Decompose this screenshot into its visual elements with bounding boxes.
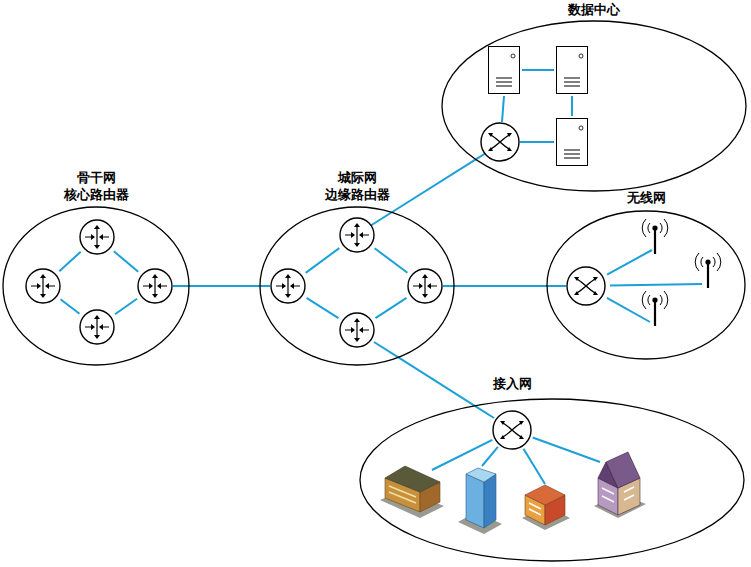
- network-link: [398, 357, 474, 405]
- region-outline: [546, 210, 746, 360]
- link-line: [610, 284, 702, 286]
- link-line: [523, 449, 545, 484]
- link-line: [307, 298, 339, 318]
- edge-router: [271, 269, 305, 303]
- device-label: 核心路由器: [2, 187, 190, 203]
- link-line: [475, 406, 494, 418]
- region-title: 接入网: [319, 376, 705, 392]
- link-line: [607, 298, 650, 322]
- server: [489, 47, 520, 94]
- network-link: [189, 285, 260, 287]
- link-line: [571, 96, 573, 116]
- link-line: [61, 299, 80, 313]
- link-line: [114, 251, 138, 272]
- link-line: [115, 299, 137, 315]
- switch: [481, 123, 519, 161]
- edge-router: [408, 269, 442, 303]
- network-region: 接入网: [359, 398, 745, 562]
- network-link: [392, 159, 476, 212]
- link-line: [547, 285, 566, 287]
- link-line: [522, 69, 554, 71]
- building-icon: [380, 466, 444, 518]
- link-line: [173, 285, 189, 287]
- region-outline: [259, 206, 455, 366]
- network-region: 数据中心: [441, 20, 747, 192]
- building-icon: [522, 485, 570, 530]
- link-line: [533, 438, 600, 462]
- link-line: [502, 96, 504, 122]
- region-outline: [359, 398, 745, 562]
- link-line: [260, 285, 270, 287]
- link-line: [607, 250, 652, 275]
- region-title: 数据中心: [441, 2, 747, 18]
- link-line: [375, 248, 408, 273]
- network-region: 无线网: [546, 210, 746, 360]
- antenna: [642, 219, 668, 254]
- link-line: [370, 212, 392, 226]
- link-line: [482, 447, 498, 466]
- network-region: 骨干网核心路由器: [2, 206, 190, 366]
- house-icon: [594, 452, 646, 518]
- edge-router: [340, 313, 374, 347]
- core-router: [80, 220, 114, 254]
- link-line: [375, 298, 406, 318]
- core-router: [138, 269, 172, 303]
- region-outline: [2, 206, 190, 366]
- switch: [567, 267, 605, 305]
- region-title: 无线网: [546, 190, 746, 206]
- region-title: 城际网: [259, 170, 455, 186]
- core-router: [80, 310, 114, 344]
- tower-icon: [458, 468, 502, 534]
- server: [557, 119, 588, 166]
- edge-router: [340, 218, 374, 252]
- antenna: [642, 291, 668, 326]
- region-outline: [441, 20, 747, 192]
- link-line: [443, 285, 454, 287]
- link-line: [59, 252, 80, 271]
- network-region: 城际网边缘路由器: [259, 206, 455, 366]
- link-line: [520, 141, 554, 143]
- core-router: [26, 269, 60, 303]
- link-line: [306, 248, 340, 273]
- region-title: 骨干网: [2, 170, 190, 186]
- network-link: [454, 285, 547, 287]
- switch: [493, 411, 531, 449]
- device-label: 边缘路由器: [259, 187, 455, 203]
- link-line: [374, 342, 398, 357]
- server: [557, 47, 588, 94]
- antenna: [695, 253, 721, 288]
